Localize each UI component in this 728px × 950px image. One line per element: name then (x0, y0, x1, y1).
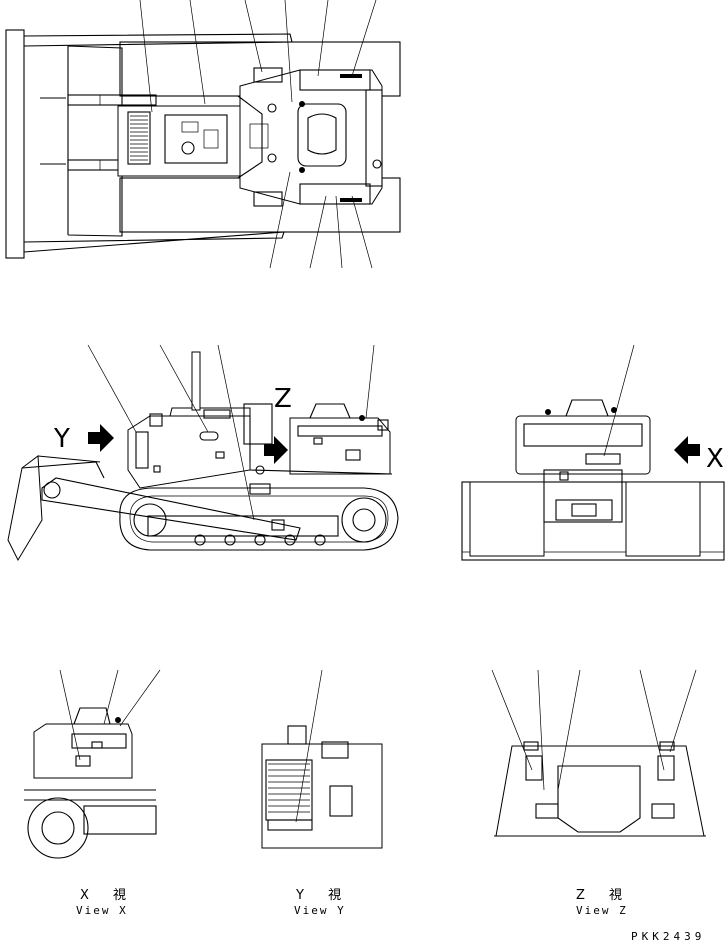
view-letter-z: Z (274, 384, 292, 414)
caption-view-z-jp: Z 視 (576, 888, 633, 903)
rear-blade (461, 481, 725, 561)
arrow-x (674, 436, 700, 464)
caption-view-y-en: View Y (294, 904, 346, 917)
detail-view-z (491, 669, 706, 837)
plan-operator-seat (297, 103, 347, 167)
plan-blade (5, 29, 25, 259)
rear-view (461, 344, 725, 561)
detail-view-x (24, 669, 161, 859)
view-letter-x: X (706, 444, 724, 474)
side-engine-hood (127, 407, 251, 489)
view-letter-y: Y (54, 424, 70, 454)
arrow-z (264, 436, 288, 464)
rear-leader-line (603, 344, 635, 457)
plan-ripper-pin (372, 159, 382, 169)
plan-engine-hood (117, 105, 243, 177)
plan-view (5, 0, 401, 269)
detail-view-y (261, 669, 383, 849)
side-blade (7, 455, 43, 562)
side-exhaust-stack (191, 351, 201, 411)
side-sprocket (341, 497, 387, 543)
rear-body (515, 415, 651, 475)
caption-view-y-jp: Y 視 (296, 888, 352, 903)
caption-view-x-en: View X (76, 904, 128, 917)
side-view (7, 344, 399, 562)
arrow-y (88, 424, 114, 452)
plan-blade-arm-bottom (23, 231, 285, 253)
drawing-code: PKK2439 (631, 930, 706, 943)
side-track (119, 487, 399, 551)
caption-view-z-en: View Z (576, 904, 628, 917)
caption-view-x-jp: X 視 (80, 888, 137, 903)
plan-radiator-grille (130, 115, 148, 161)
plan-blade-arm-top (23, 33, 293, 47)
plan-leader-lines (139, 0, 377, 269)
side-push-frame (41, 477, 301, 541)
side-leader-lines (87, 344, 375, 521)
